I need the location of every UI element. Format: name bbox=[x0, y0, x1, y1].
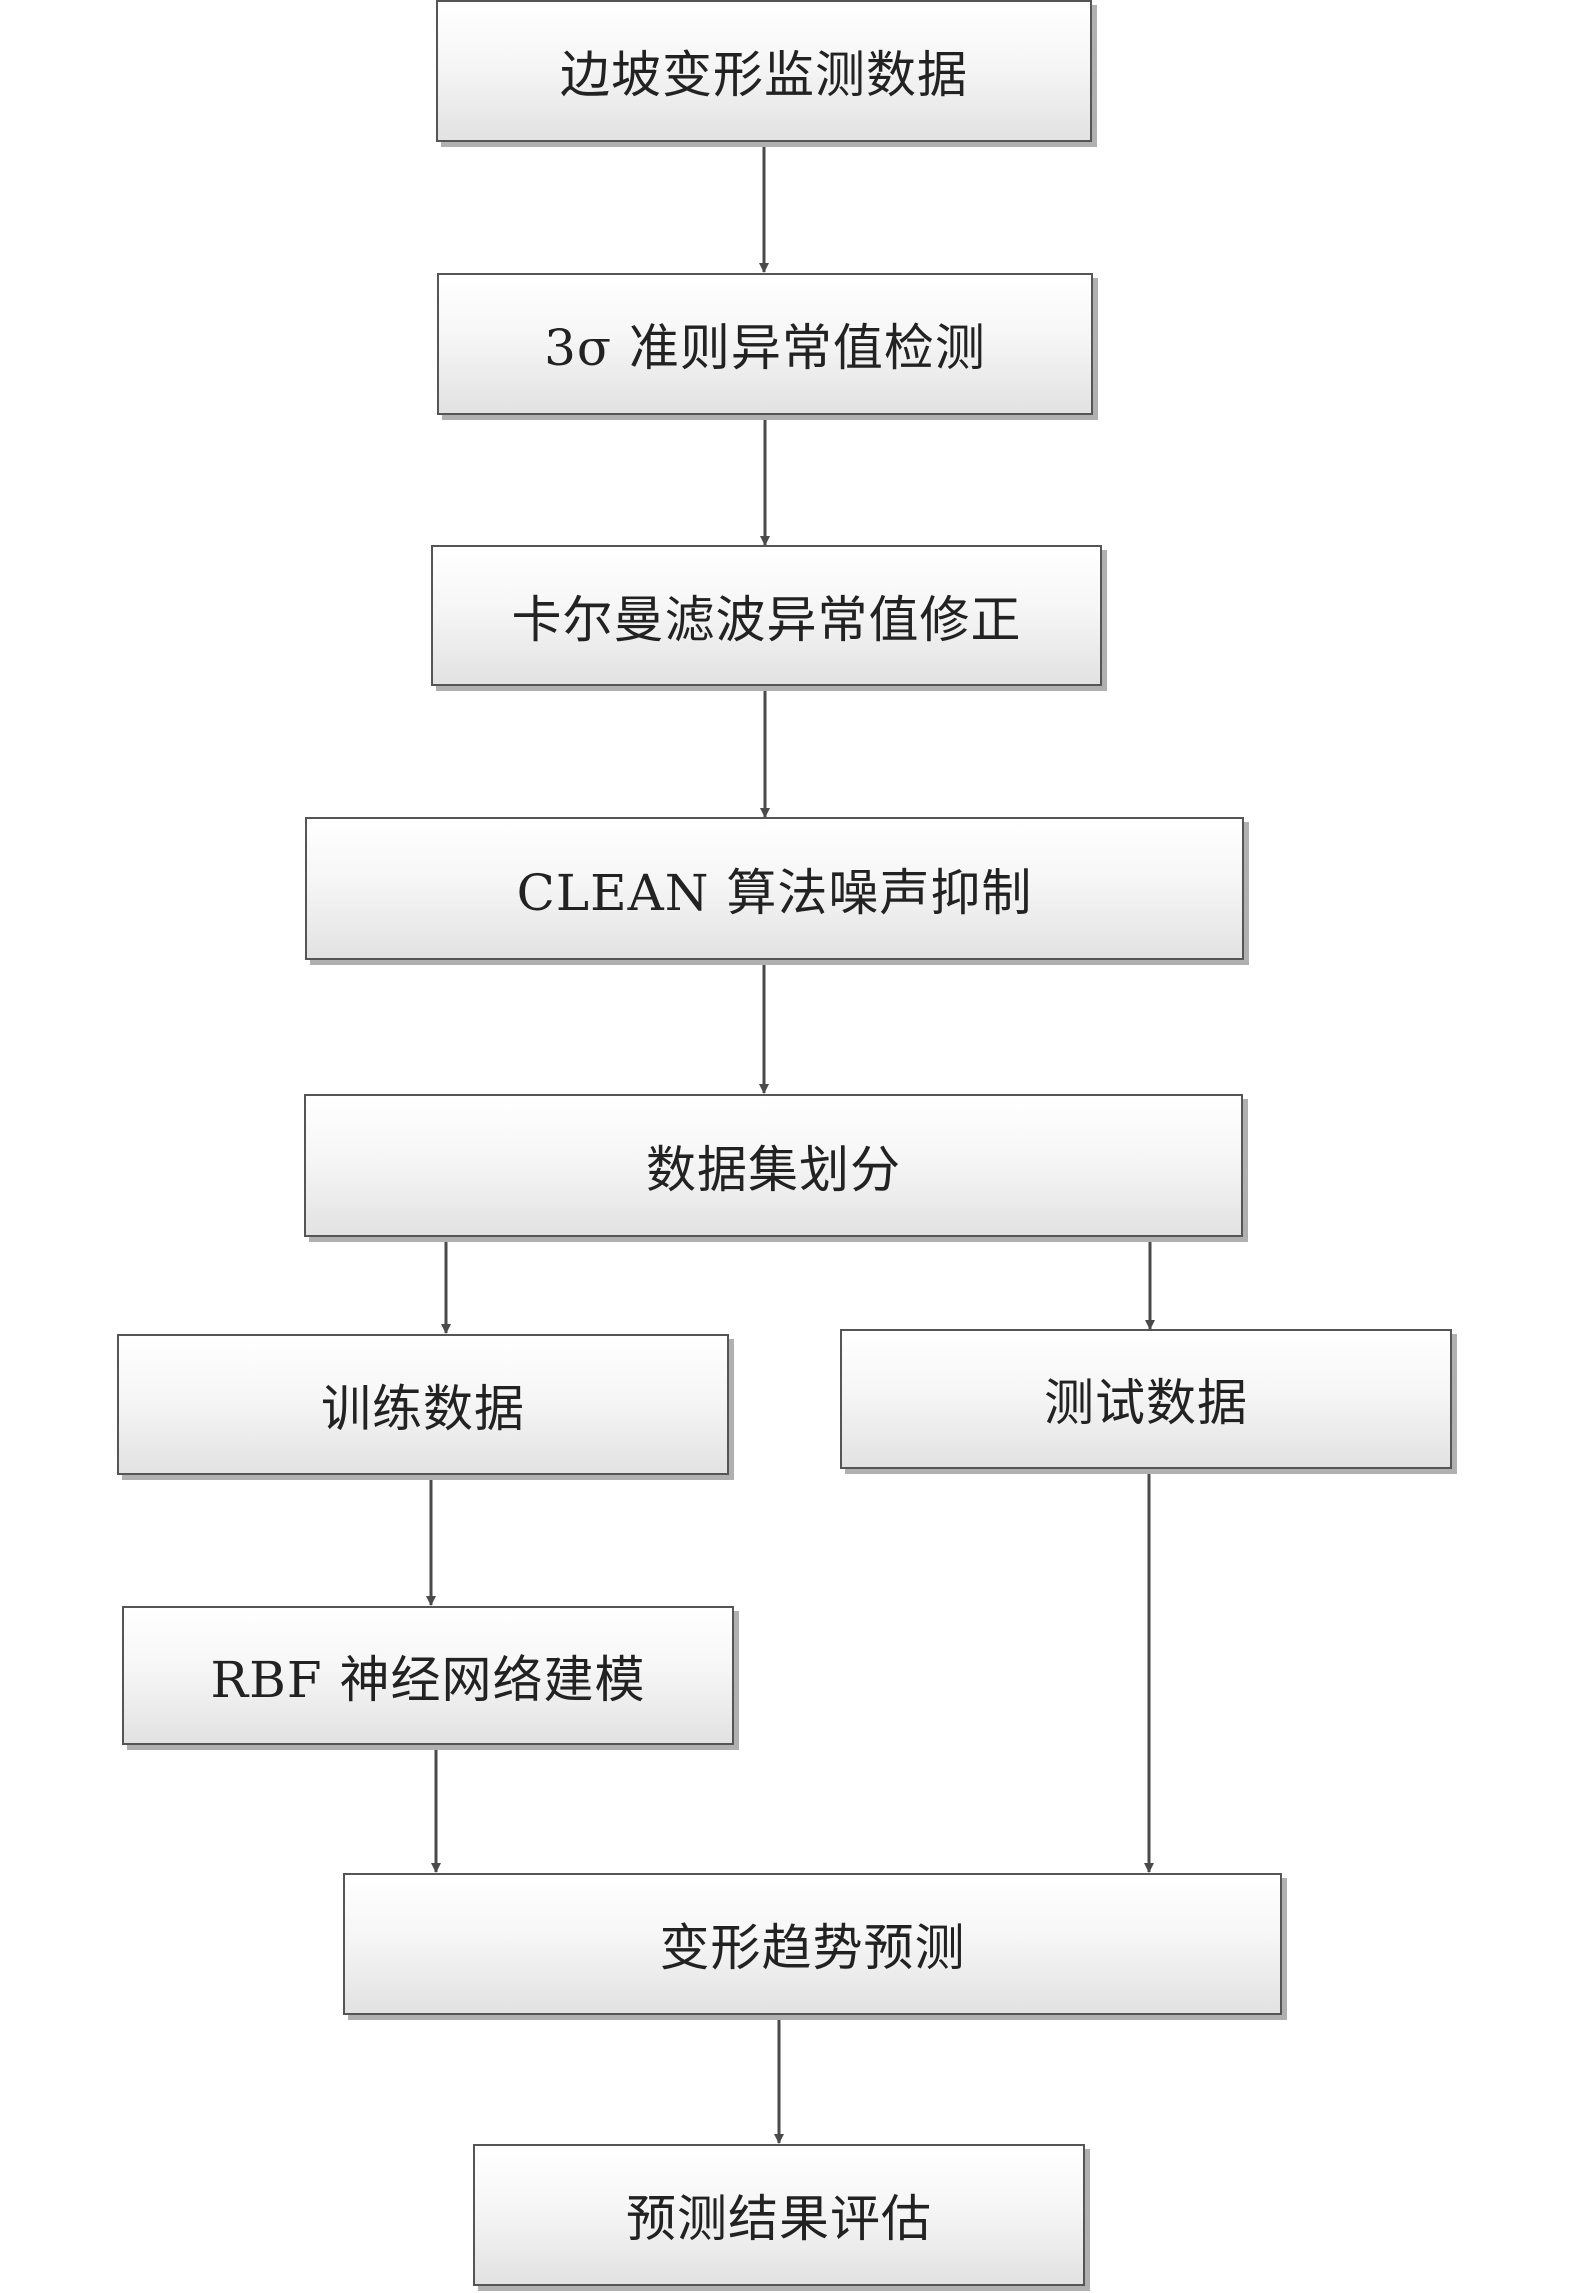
node-label: 卡尔曼滤波异常值修正 bbox=[511, 590, 1022, 649]
node-dataset-split: 数据集划分 bbox=[304, 1094, 1243, 1237]
node-label: 预测结果评估 bbox=[626, 2190, 932, 2248]
node-label: 训练数据 bbox=[321, 1379, 525, 1438]
node-kalman-filter-outlier-correction: 卡尔曼滤波异常值修正 bbox=[431, 545, 1102, 686]
node-label: 3σ 准则异常值检测 bbox=[544, 319, 986, 377]
node-label: RBF 神经网络建模 bbox=[210, 1650, 646, 1709]
node-rbf-neural-network-modeling: RBF 神经网络建模 bbox=[122, 1606, 734, 1745]
node-label: 变形趋势预测 bbox=[659, 1919, 966, 1977]
node-3sigma-outlier-detection: 3σ 准则异常值检测 bbox=[437, 273, 1093, 415]
node-deformation-trend-prediction: 变形趋势预测 bbox=[343, 1873, 1282, 2015]
node-slope-deformation-monitoring-data: 边坡变形监测数据 bbox=[436, 0, 1092, 142]
node-label: CLEAN 算法噪声抑制 bbox=[516, 863, 1033, 922]
node-test-data: 测试数据 bbox=[840, 1329, 1452, 1469]
node-label: 测试数据 bbox=[1044, 1374, 1248, 1432]
node-label: 边坡变形监测数据 bbox=[560, 46, 968, 104]
node-clean-noise-suppression: CLEAN 算法噪声抑制 bbox=[305, 817, 1244, 960]
node-prediction-result-evaluation: 预测结果评估 bbox=[473, 2144, 1085, 2286]
node-label: 数据集划分 bbox=[646, 1140, 901, 1199]
node-training-data: 训练数据 bbox=[117, 1334, 729, 1475]
